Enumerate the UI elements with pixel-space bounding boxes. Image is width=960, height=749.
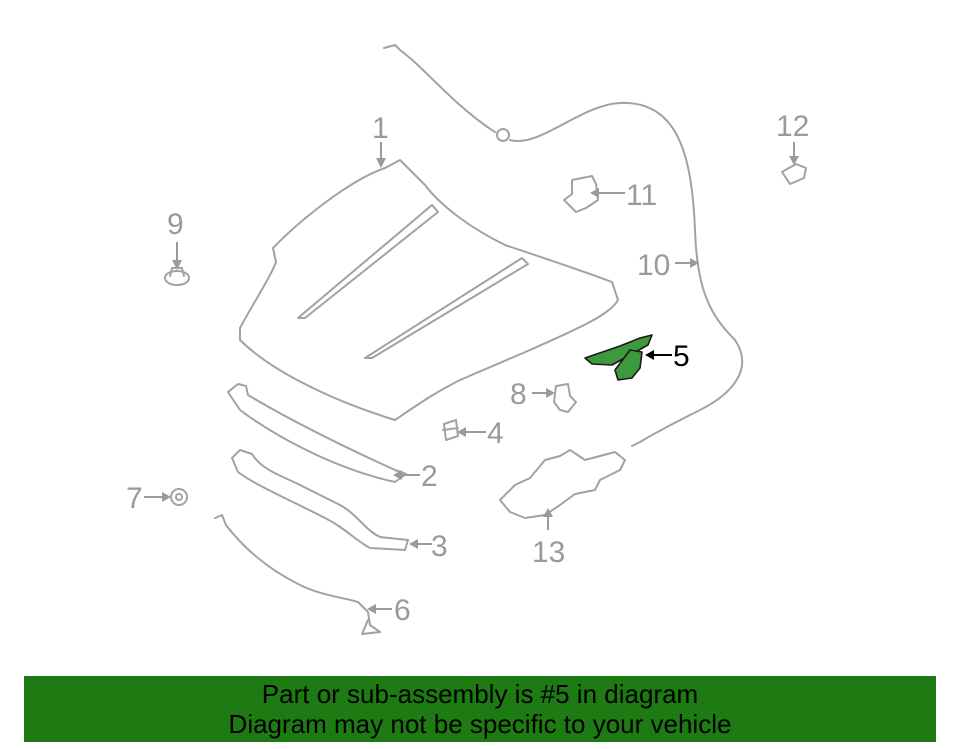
callout-12: 12 — [776, 110, 809, 143]
hood-release-cable[interactable] — [383, 44, 744, 447]
callout-1: 1 — [372, 112, 389, 145]
diagram-canvas: 1 2 3 4 5 6 7 8 9 10 11 12 13 — [126, 44, 809, 635]
banner-line-disclaimer: Diagram may not be specific to your vehi… — [228, 709, 732, 739]
parts-diagram: 1 2 3 4 5 6 7 8 9 10 11 12 13 — [126, 44, 809, 635]
callout-11: 11 — [626, 179, 657, 212]
nut-part[interactable] — [164, 267, 190, 286]
callout-3: 3 — [431, 530, 448, 563]
hood-seal[interactable] — [227, 383, 407, 483]
hood-latch[interactable] — [499, 449, 626, 519]
cable-bracket[interactable] — [563, 175, 599, 213]
callout-10: 10 — [637, 249, 670, 282]
callout-9: 9 — [167, 208, 184, 241]
callout-4: 4 — [487, 417, 504, 450]
seal-retainer[interactable] — [231, 449, 409, 551]
callout-arrows — [144, 142, 799, 614]
grommet-part[interactable] — [170, 488, 188, 506]
prop-rod[interactable] — [214, 514, 381, 635]
clip-part[interactable] — [553, 383, 577, 413]
info-banner: Part or sub-assembly is #5 in diagram Di… — [24, 676, 936, 742]
insulator-clip[interactable] — [781, 163, 807, 185]
callout-13: 13 — [532, 536, 565, 569]
callout-labels: 1 2 3 4 5 6 7 8 9 10 11 12 13 — [126, 110, 809, 627]
callout-7: 7 — [126, 482, 143, 515]
callout-8: 8 — [510, 378, 527, 411]
callout-6: 6 — [394, 594, 411, 627]
hood-hinge-highlighted[interactable] — [584, 334, 653, 381]
callout-5: 5 — [673, 340, 690, 373]
hood-part[interactable] — [239, 159, 619, 421]
callout-2: 2 — [421, 460, 438, 493]
banner-line-part-number: Part or sub-assembly is #5 in diagram — [261, 679, 699, 709]
bumper-stop[interactable] — [442, 419, 459, 441]
